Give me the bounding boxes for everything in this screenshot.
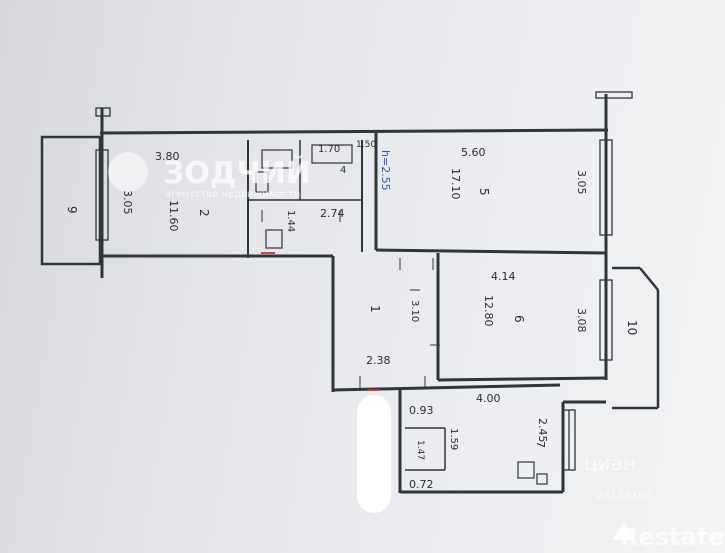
room-5-number: 5	[477, 188, 491, 196]
zodchiy-tagline: агентство недвижимости	[165, 189, 300, 200]
room-2-number: 2	[197, 209, 211, 217]
room-9-number: 9	[65, 206, 79, 214]
bath-dim-d: 1.47	[415, 440, 425, 460]
room-10-number: 10	[625, 320, 639, 335]
room-7-dim-a: 4.00	[476, 392, 501, 405]
room-5-dim-b: 3.05	[575, 170, 588, 195]
room-1-number: 1	[368, 305, 382, 313]
corridor-dim-c: 1.50	[356, 140, 376, 150]
zodchiy-name: ЗОДЧИЙ	[163, 155, 311, 191]
cian-name: циан	[584, 451, 636, 475]
dimension-ticks	[261, 210, 440, 388]
bath-dim-a: 0.93	[409, 404, 434, 417]
room-1-dim-b: 2.38	[366, 354, 391, 367]
bath-dim-c: 0.72	[409, 478, 434, 491]
ceiling-height-label: h=2.55	[379, 150, 392, 191]
room-1-dim-a: 3.10	[409, 300, 420, 322]
room-labels: 9 2 11.60 3.80 3.05 4 1.70 1.44 2.74 1.5…	[65, 140, 639, 491]
room-6-number: 6	[512, 315, 526, 323]
cian-listing-id: 24136160	[596, 489, 652, 502]
corridor-dim-b: 2.74	[320, 207, 345, 220]
sanitary-fixtures	[255, 144, 548, 485]
zodchiy-logo-icon	[108, 152, 148, 192]
room-2-area: 11.60	[167, 200, 180, 232]
room-4-dim: 1.70	[318, 144, 340, 155]
room-6-dim-b: 3.08	[575, 308, 588, 333]
room-2-dim-b: 3.05	[121, 190, 134, 215]
red-marks	[261, 252, 380, 391]
restate-watermark: Restate	[612, 522, 724, 551]
room-6-dim-a: 4.14	[491, 270, 516, 283]
restate-name: Restate	[620, 523, 724, 551]
room-7-number: 7	[534, 441, 547, 448]
room-2-dim-a: 3.80	[155, 150, 180, 163]
privacy-blur	[357, 395, 391, 513]
corridor-dim-a: 1.44	[285, 210, 296, 232]
room-6-area: 12.80	[482, 295, 495, 327]
room-5-dim-a: 5.60	[461, 146, 486, 159]
bath-dim-b: 1.59	[448, 428, 459, 450]
zodchiy-watermark: ЗОДЧИЙ агентство недвижимости	[108, 152, 311, 200]
cian-watermark: циан 24136160	[584, 451, 652, 502]
room-4-number: 4	[340, 165, 346, 176]
windows	[95, 91, 633, 471]
room-5-area: 17.10	[449, 168, 462, 200]
room-7-dim-b: 2.45	[536, 418, 549, 443]
restate-logo-icon	[612, 522, 636, 540]
